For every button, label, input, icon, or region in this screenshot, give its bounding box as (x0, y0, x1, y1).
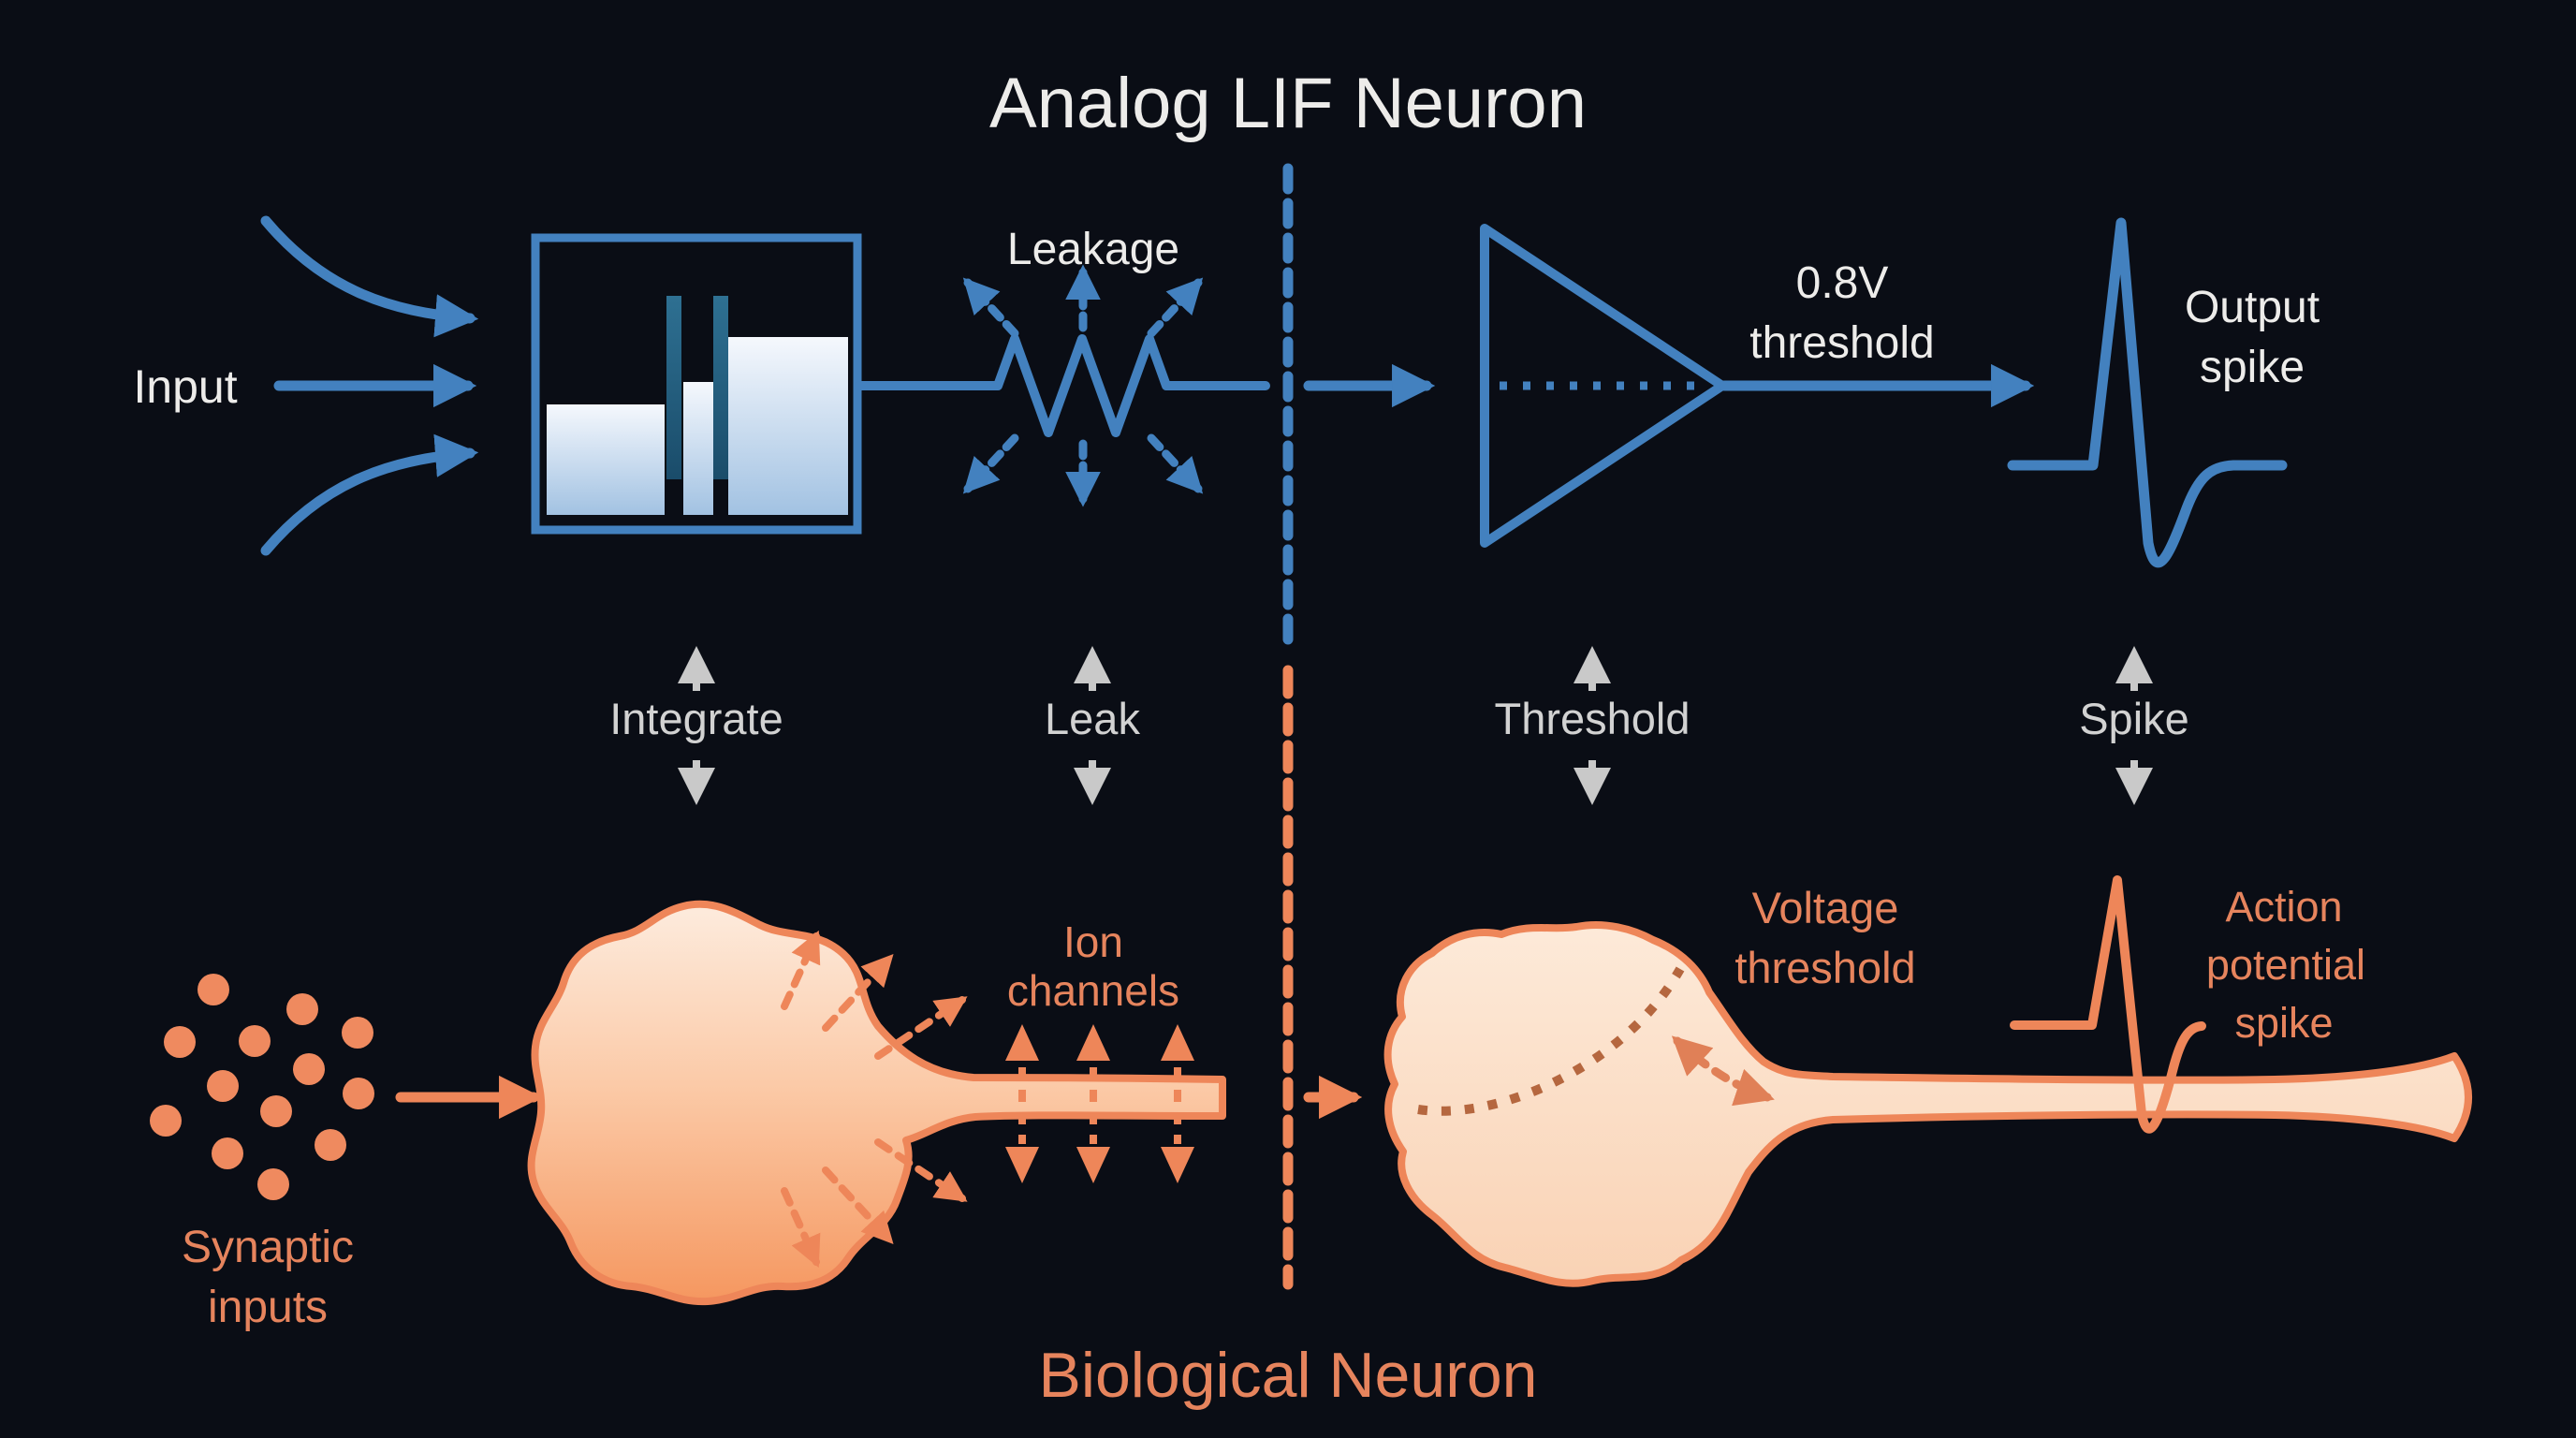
mapping-label-threshold: Threshold (1495, 694, 1690, 743)
synaptic-inputs-label-line2: inputs (208, 1283, 328, 1332)
leakage-arrows-icon (962, 264, 1204, 507)
footer-title: Biological Neuron (1039, 1340, 1538, 1411)
voltage-threshold-arc-icon (1417, 966, 1685, 1116)
integrator-fill-left (547, 404, 665, 515)
integrator-box-icon (531, 233, 862, 535)
input-arrow-bottom (260, 433, 479, 556)
right-neuron-soma-icon (1383, 921, 2472, 1287)
mapping-label-leak: Leak (1045, 694, 1140, 743)
biological-section: Synaptic inputs (150, 875, 2472, 1332)
membrane-leak-arrows-icon (781, 930, 968, 1269)
output-spike-label-line2: spike (2200, 343, 2305, 392)
input-arrows-icon (260, 215, 479, 556)
leakage-resistor-icon (855, 334, 1270, 437)
integrator-fill-middle (683, 382, 713, 515)
output-spike-waveform-icon (2007, 217, 2288, 568)
ion-channel-arrow (1076, 1024, 1110, 1183)
input-arrow-top (260, 215, 479, 338)
ion-channel-arrow (1161, 1024, 1194, 1183)
action-potential-label: Action potential spike (2206, 883, 2365, 1047)
ion-channels-label: Ion channels (1007, 917, 1179, 1015)
action-potential-label-line3: spike (2234, 999, 2333, 1047)
voltage-threshold-label-line2: threshold (1734, 943, 1915, 992)
ion-channels-label-line2: channels (1007, 966, 1179, 1015)
ion-channels-arrows-icon (1005, 1024, 1194, 1183)
action-potential-label-line2: potential (2206, 941, 2365, 989)
synaptic-inputs-label: Synaptic inputs (182, 1223, 354, 1332)
mapping-spike: Spike (2079, 646, 2189, 805)
comparator-triangle (1480, 224, 1727, 548)
leakage-label: Leakage (1007, 225, 1179, 274)
synaptic-inputs-dots-icon (150, 974, 374, 1200)
threshold-crossing-arrow-icon (1671, 1035, 1775, 1107)
mapping-row: Integrate Leak Threshold Spike (609, 646, 2189, 805)
comparator-icon (1480, 224, 1727, 548)
left-neuron-soma-icon (527, 900, 1226, 1306)
input-label: Input (133, 360, 237, 413)
voltage-threshold-label: Voltage threshold (1734, 883, 1915, 992)
integrator-fill-right (728, 337, 848, 515)
capacitor-plate-left (666, 296, 681, 479)
output-spike-label: Output spike (2185, 283, 2320, 392)
mapping-leak: Leak (1045, 646, 1140, 805)
action-potential-label-line1: Action (2225, 883, 2342, 931)
mapping-integrate: Integrate (609, 646, 783, 805)
capacitor-plate-right (713, 296, 728, 479)
analog-lif-section: Input Leakage (133, 215, 2320, 568)
mapping-label-spike: Spike (2079, 694, 2189, 743)
mapping-threshold: Threshold (1495, 646, 1690, 805)
ion-channels-label-line1: Ion (1063, 917, 1123, 966)
threshold-value-label: 0.8V threshold (1749, 258, 1934, 368)
voltage-threshold-label-line1: Voltage (1752, 883, 1899, 932)
mapping-label-integrate: Integrate (609, 694, 783, 743)
output-spike-label-line1: Output (2185, 283, 2320, 332)
threshold-value-line1: 0.8V (1796, 258, 1889, 308)
page-title: Analog LIF Neuron (989, 64, 1587, 143)
threshold-value-line2: threshold (1749, 318, 1934, 368)
action-potential-waveform-icon (2010, 875, 2206, 1134)
ion-channel-arrow (1005, 1024, 1039, 1183)
synaptic-inputs-label-line1: Synaptic (182, 1223, 354, 1272)
